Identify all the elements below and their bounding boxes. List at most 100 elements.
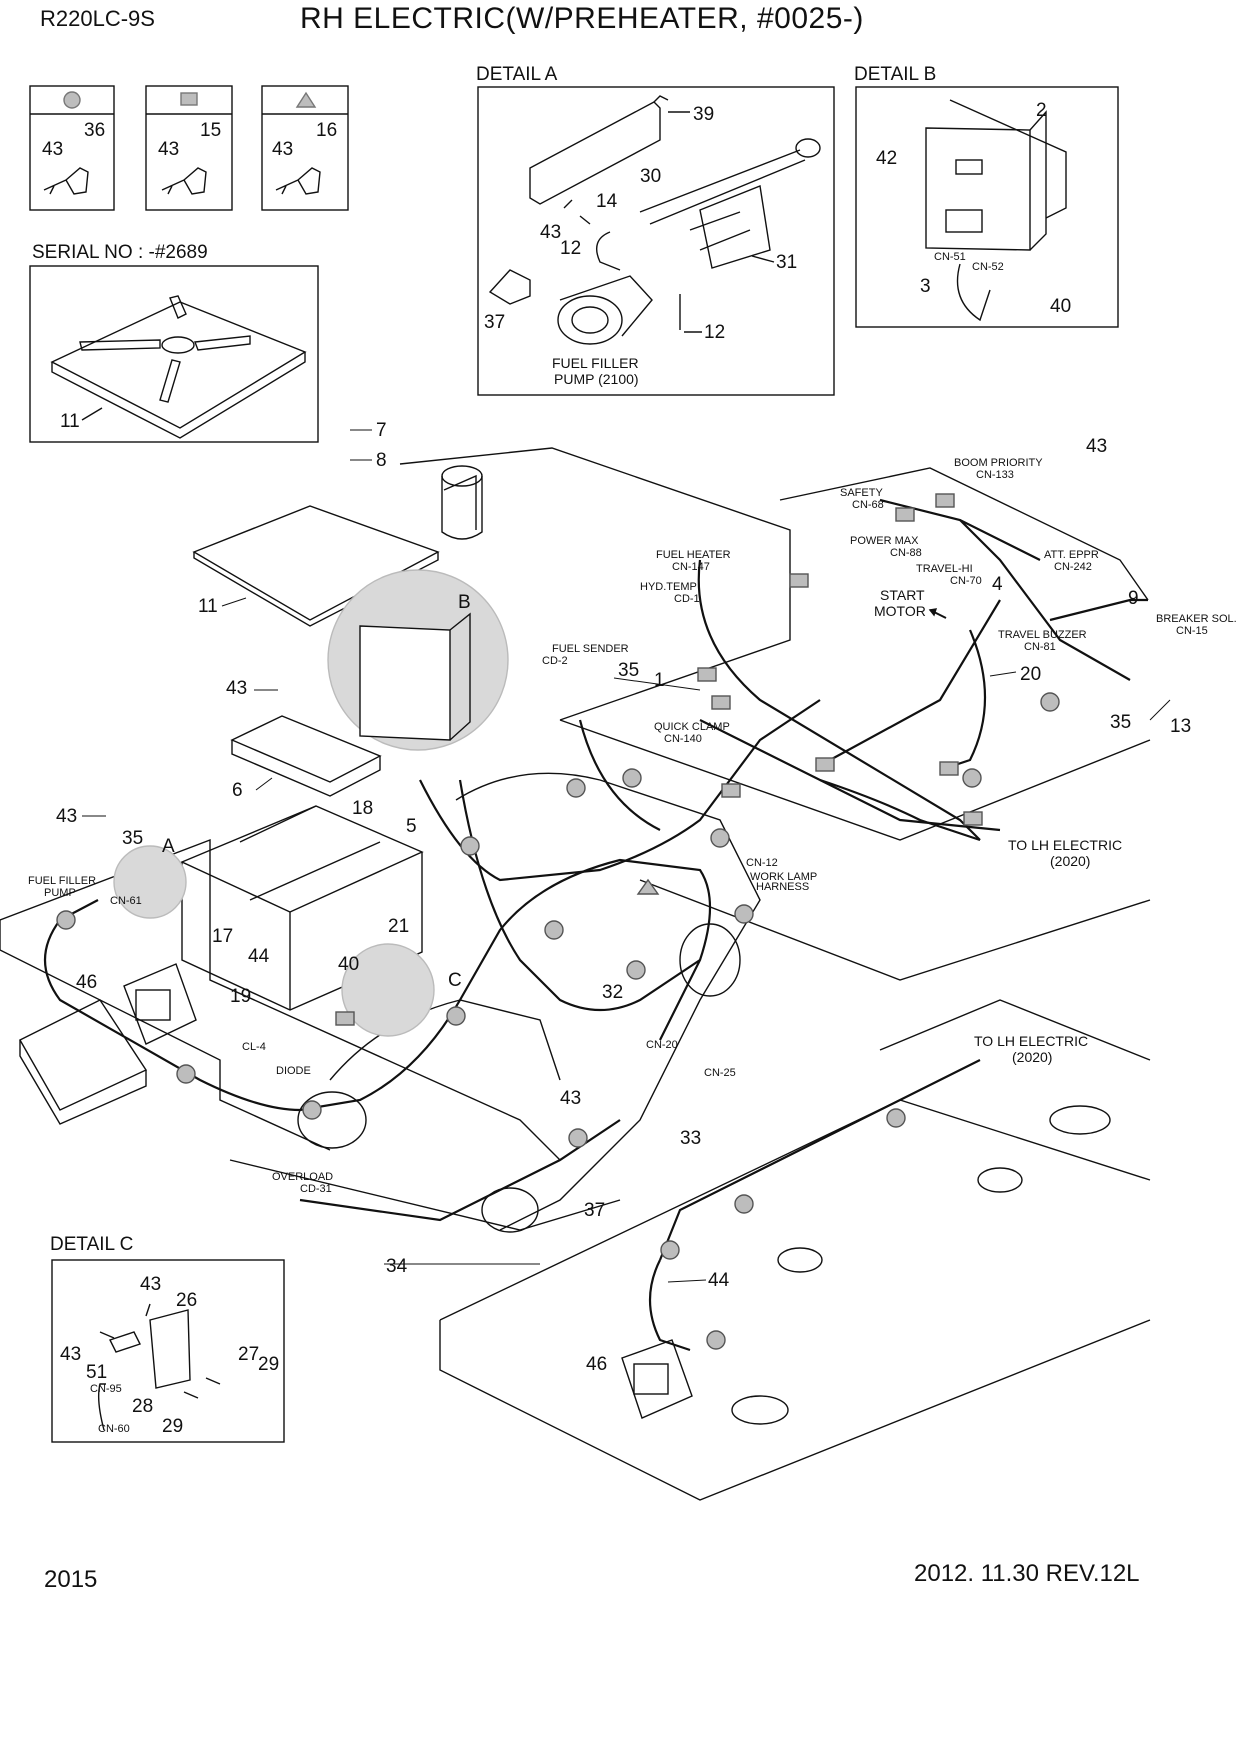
svg-text:C: C	[448, 970, 462, 991]
svg-text:CN-242: CN-242	[1054, 561, 1092, 573]
detail-a-title: DETAIL A	[476, 64, 558, 85]
legend-num: 15	[200, 120, 221, 141]
detail-c-box: 43 26 43 51 27 29 28 29 CN-95 CN-60	[51, 1259, 285, 1443]
svg-text:QUICK CLAMP: QUICK CLAMP	[654, 721, 730, 733]
svg-text:8: 8	[376, 450, 387, 471]
svg-text:CN-81: CN-81	[1024, 641, 1056, 653]
legend-square: 43 15	[145, 85, 233, 211]
svg-text:40: 40	[1050, 296, 1071, 317]
svg-text:42: 42	[876, 148, 897, 169]
svg-text:CN-51: CN-51	[934, 251, 966, 263]
svg-text:43: 43	[540, 222, 561, 243]
svg-text:43: 43	[60, 1344, 81, 1365]
svg-text:5: 5	[406, 816, 417, 837]
svg-text:21: 21	[388, 916, 409, 937]
svg-text:HYD.TEMP: HYD.TEMP	[640, 581, 697, 593]
svg-text:51: 51	[86, 1362, 107, 1383]
svg-text:FUEL SENDER: FUEL SENDER	[552, 643, 629, 655]
svg-text:FUEL FILLER: FUEL FILLER	[552, 355, 639, 371]
svg-text:CN-60: CN-60	[98, 1423, 130, 1435]
svg-text:12: 12	[704, 322, 725, 343]
svg-text:CD-1: CD-1	[674, 593, 700, 605]
svg-text:SAFETY: SAFETY	[840, 487, 883, 499]
svg-text:35: 35	[122, 828, 143, 849]
svg-text:46: 46	[586, 1354, 607, 1375]
harness-markers	[56, 493, 1060, 1350]
svg-text:CD-31: CD-31	[300, 1183, 332, 1195]
legend-num: 43	[158, 139, 179, 160]
svg-text:43: 43	[560, 1088, 581, 1109]
svg-text:33: 33	[680, 1128, 701, 1149]
legend-circle: 43 36	[29, 85, 115, 211]
svg-text:7: 7	[376, 420, 387, 441]
svg-text:30: 30	[640, 166, 661, 187]
svg-text:START: START	[880, 587, 925, 603]
svg-text:20: 20	[1020, 664, 1041, 685]
svg-text:12: 12	[560, 238, 581, 259]
svg-text:CD-2: CD-2	[542, 655, 568, 667]
svg-text:19: 19	[230, 986, 251, 1007]
page-title: RH ELECTRIC(W/PREHEATER, #0025-)	[300, 2, 864, 35]
svg-text:46: 46	[76, 972, 97, 993]
svg-text:DIODE: DIODE	[276, 1065, 311, 1077]
connector-labels: BOOM PRIORITY CN-133 SAFETY CN-68 POWER …	[28, 457, 1237, 1195]
svg-text:POWER MAX: POWER MAX	[850, 535, 919, 547]
svg-text:PUMP: PUMP	[44, 887, 76, 899]
svg-text:B: B	[458, 592, 471, 613]
svg-text:29: 29	[162, 1416, 183, 1437]
svg-text:BREAKER SOL.: BREAKER SOL.	[1156, 613, 1237, 625]
svg-text:CN-140: CN-140	[664, 733, 702, 745]
svg-text:CN-95: CN-95	[90, 1383, 122, 1395]
svg-text:CN-133: CN-133	[976, 469, 1014, 481]
legend-num: 16	[316, 120, 337, 141]
callout-11: 11	[60, 411, 80, 432]
svg-text:14: 14	[596, 191, 618, 212]
leader-lines	[82, 429, 1171, 1283]
svg-text:2: 2	[1036, 100, 1047, 121]
svg-text:FUEL HEATER: FUEL HEATER	[656, 549, 731, 561]
detail-c-callout-circle	[341, 943, 435, 1037]
svg-text:OVERLOAD: OVERLOAD	[272, 1171, 333, 1183]
svg-text:TO LH ELECTRIC: TO LH ELECTRIC	[974, 1033, 1088, 1049]
svg-text:WORK LAMP: WORK LAMP	[750, 871, 817, 883]
svg-text:11: 11	[198, 596, 218, 617]
arrow-head-icon	[928, 608, 938, 617]
page-number: 2015	[44, 1566, 98, 1593]
detail-a-callout-circle	[113, 845, 187, 919]
svg-text:CN-12: CN-12	[746, 857, 778, 869]
svg-text:3: 3	[920, 276, 931, 297]
svg-text:CN-15: CN-15	[1176, 625, 1208, 637]
svg-text:BOOM PRIORITY: BOOM PRIORITY	[954, 457, 1043, 469]
detail-b-title: DETAIL B	[854, 64, 936, 85]
svg-text:CN-25: CN-25	[704, 1067, 736, 1079]
serial-box: 11	[29, 265, 319, 443]
svg-text:27: 27	[238, 1344, 259, 1365]
svg-text:32: 32	[602, 982, 623, 1003]
svg-text:ATT. EPPR: ATT. EPPR	[1044, 549, 1099, 561]
svg-text:40: 40	[338, 954, 359, 975]
svg-text:A: A	[162, 836, 175, 857]
svg-text:31: 31	[776, 252, 797, 273]
svg-text:34: 34	[386, 1256, 408, 1277]
legend-num: 36	[84, 120, 105, 141]
svg-text:26: 26	[176, 1290, 197, 1311]
svg-text:(2020): (2020)	[1012, 1049, 1052, 1065]
svg-text:1: 1	[654, 670, 665, 691]
svg-text:18: 18	[352, 798, 373, 819]
svg-text:TO LH ELECTRIC: TO LH ELECTRIC	[1008, 837, 1122, 853]
svg-text:39: 39	[693, 104, 714, 125]
legend-triangle: 43 16	[261, 85, 349, 211]
detail-a-box: 39 30 14 43 12 31 37 12 FUEL FILLER PUMP…	[477, 86, 835, 396]
svg-text:MOTOR: MOTOR	[874, 603, 926, 619]
wire-harness	[43, 498, 1148, 1352]
svg-text:43: 43	[226, 678, 247, 699]
svg-text:(2020): (2020)	[1050, 853, 1090, 869]
svg-text:CN-68: CN-68	[852, 499, 884, 511]
machine-frame	[0, 447, 1151, 1501]
svg-text:37: 37	[484, 312, 505, 333]
svg-text:6: 6	[232, 780, 243, 801]
serial-title: SERIAL NO : -#2689	[32, 242, 208, 263]
svg-text:CN-52: CN-52	[972, 261, 1004, 273]
detail-b-box: 2 42 3 40 CN-51 CN-52	[855, 86, 1119, 328]
svg-text:CN-88: CN-88	[890, 547, 922, 559]
